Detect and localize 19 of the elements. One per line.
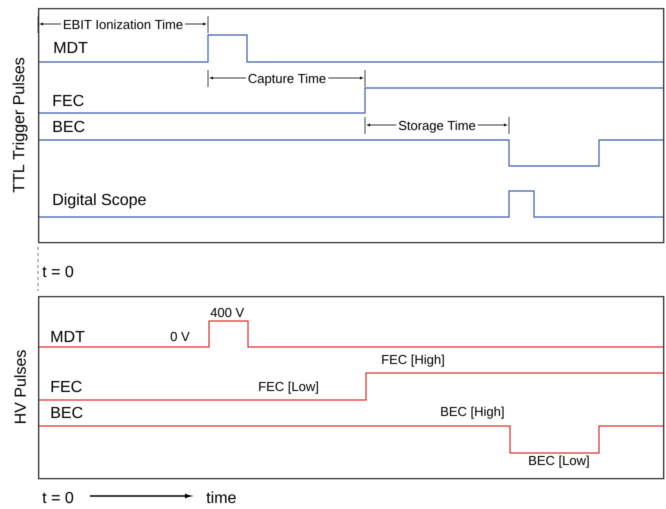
signal-name: BEC [54, 120, 84, 132]
voltage-label: 400 V [210, 308, 244, 318]
voltage-label: 0 V [170, 332, 190, 342]
dimension-label: Storage Time [396, 117, 478, 136]
voltage-label: FEC [Low] [259, 382, 318, 394]
signal-name: BEC [52, 406, 82, 418]
dimension-label: Capture Time [246, 70, 328, 90]
signal-name: MDT [54, 42, 88, 53]
dimension-label: EBIT Ionization Time [60, 16, 186, 32]
signal-name: Digital Scope [54, 193, 146, 208]
panel-title: TTL Trigger Pulses [12, 58, 28, 192]
time-marker-label: t = 0 [42, 266, 74, 278]
voltage-label: FEC [High] [382, 354, 444, 367]
signal-name: FEC [52, 380, 82, 392]
signal-name: MDT [52, 331, 84, 342]
signal-name: FEC [54, 94, 84, 106]
voltage-label: BEC [Low] [529, 456, 589, 468]
voltage-label: BEC [High] [441, 406, 504, 419]
panel-title: HV Pulses [14, 350, 26, 424]
